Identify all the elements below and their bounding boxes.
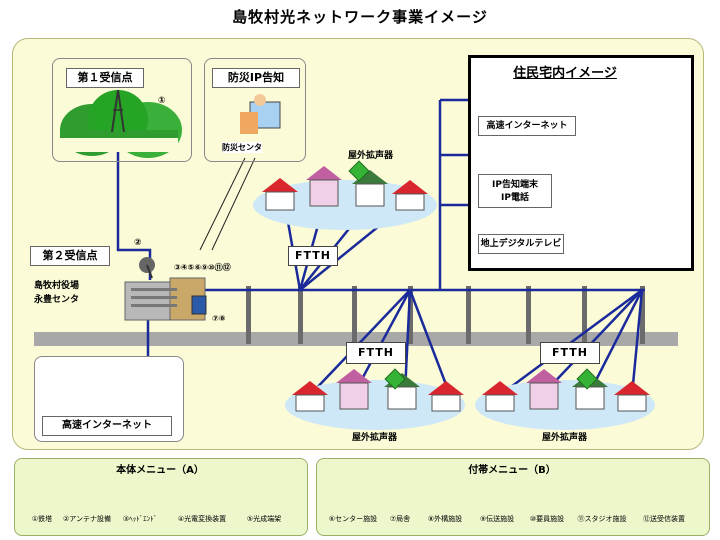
menu-b-item: ⑪スタジオ施設 [577,515,627,523]
menu-b-title: 付帯メニュー（B） [468,465,556,476]
disaster-ip-label: 防災IP告知 [212,68,300,88]
house-icon [482,381,518,412]
ftth-label-top: FTTH [288,246,338,266]
pole [526,286,531,344]
menu-a-item: ⑤光成端架 [246,515,282,523]
receiving-point-1-label: 第１受信点 [66,68,144,88]
utility-poles [246,286,645,344]
house-icon [428,381,464,412]
equipment-markers-row1: ③④⑤⑥⑨⑩⑪⑫ [174,263,231,272]
menu-a-title: 本体メニュー（A） [116,465,204,476]
menu-a-item: ②アンテナ設備 [63,515,111,523]
speaker-label-left: 屋外拡声器 [352,433,398,443]
pole [408,286,413,344]
fiber-drop [408,289,452,396]
operator-icon [240,94,281,134]
menu-a-item: ①鉄塔 [31,515,53,523]
speaker-label-right: 屋外拡声器 [542,433,588,443]
isp-label: ISP [110,380,128,390]
house-icon [526,369,562,410]
ftth-label-right: FTTH [540,342,600,364]
house-cluster-platform [475,380,655,430]
pole [352,286,357,344]
equipment-markers-row2: ⑦⑧ [212,314,226,323]
tower-icon [111,89,125,133]
menu-b-item: ⑧外構施設 [427,515,463,523]
hills-illustration [60,90,182,158]
menu-a-item: ④光電変換装置 [177,515,227,523]
house-icon [352,170,388,207]
pole [582,286,587,344]
wireless-line [199,157,246,251]
pole [640,286,645,344]
marker-2: ② [134,238,142,248]
fiber-drop [588,289,644,393]
pole [298,286,303,344]
office-name-line1: 島牧村役場 [34,281,80,291]
wireless-lines [199,157,256,251]
house-icon [336,369,372,410]
menu-b-item: ⑥センター施設 [328,515,378,523]
receiving-point-1-panel [52,58,192,162]
ip-terminal-label-line2: IP電話 [501,193,529,203]
disaster-ip-panel [204,58,306,162]
menu-a-item: ③ﾍｯﾄﾞｴﾝﾄﾞ [122,515,158,523]
house-icon [262,178,298,211]
house-cluster-platform [285,380,465,430]
office-name-line2: 永豊センタ [34,295,80,305]
speaker-icon [576,368,598,390]
resident-ip-terminal-label: IP告知端末 IP電話 [478,174,552,208]
menu-b-item: ⑨伝送施設 [479,515,515,523]
fiber-drop [544,289,643,393]
marker-1: ① [158,96,166,106]
speaker-icon [348,160,370,182]
menu-b-panel [316,458,710,536]
menu-b-item: ⑩要員施設 [529,515,565,523]
ftth-label-left: FTTH [346,342,406,364]
menu-a-panel [14,458,308,536]
office-building-icon [124,277,207,321]
menu-b-item: ⑦局舎 [389,515,411,523]
fiber-drop [403,289,412,393]
house-icon [614,381,650,412]
wireless-line [211,157,256,251]
pole [466,286,471,344]
house-icon [292,381,328,412]
antenna-icon [139,257,155,279]
house-cluster-platform [253,180,437,230]
fiber-drop [630,289,644,396]
disaster-center-label: 防災センタ [222,142,262,153]
menu-b-item: ⑫送受信装置 [643,515,685,523]
resident-internet-label: 高速インターネット [478,116,576,136]
fiber-drop [353,289,412,393]
resident-tv-label: 地上デジタルテレビ [478,234,564,254]
resident-title: 住民宅内イメージ [513,66,617,81]
house-icon [306,166,342,207]
page-title: 島牧村光ネットワーク事業イメージ [232,8,488,26]
ip-terminal-label-line1: IP告知端末 [492,180,538,190]
receiving-point-2-label: 第２受信点 [30,246,110,266]
speaker-label-top: 屋外拡声器 [348,151,394,161]
pole [246,286,251,344]
speaker-icon [384,368,406,390]
house-icon [392,180,428,211]
isp-internet-label: 高速インターネット [42,416,172,436]
